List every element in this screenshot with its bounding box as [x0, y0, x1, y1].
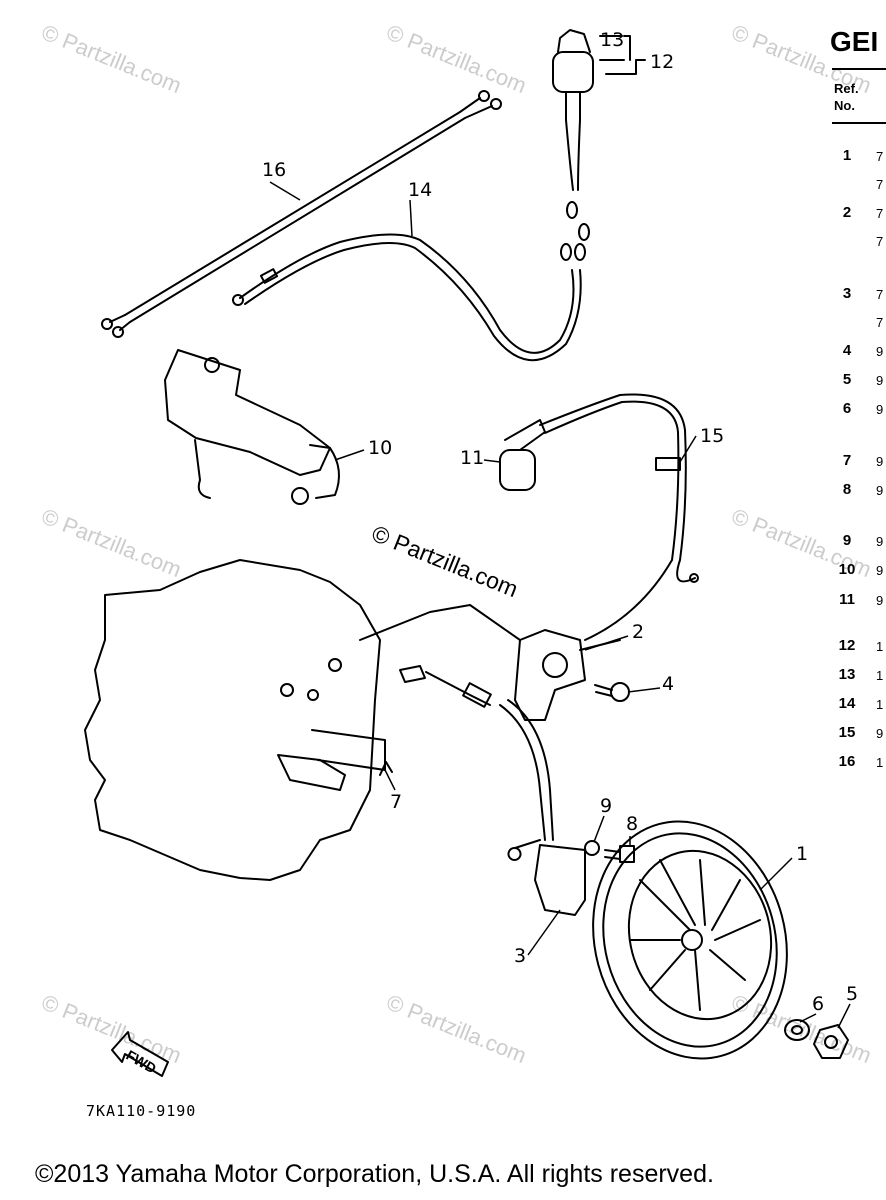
switch-assembly-12 — [552, 29, 646, 241]
washer-6 — [784, 1019, 810, 1041]
table-rule-header — [832, 122, 886, 124]
ref-number: 12 — [838, 637, 856, 654]
ref-number: 2 — [842, 204, 852, 221]
part-number: 7 — [876, 206, 884, 221]
callout-10: 10 — [368, 437, 392, 459]
ref-number: 16 — [838, 753, 856, 770]
callout-4: 4 — [662, 673, 674, 695]
part-number: 7 — [876, 315, 884, 330]
section-title: GEI — [830, 26, 879, 57]
callout-2: 2 — [632, 621, 644, 643]
header-ref-label: Ref. — [834, 81, 859, 96]
callout-9: 9 — [600, 795, 612, 817]
ref-number: 14 — [838, 695, 856, 712]
screw-4 — [594, 682, 630, 702]
callout-12: 12 — [650, 51, 674, 73]
callout-13: 13 — [600, 29, 624, 51]
callout-5: 5 — [846, 983, 858, 1005]
part-number: 1 — [876, 697, 884, 712]
ref-number: 13 — [838, 666, 856, 683]
plug-cap-11 — [499, 393, 699, 641]
ref-number: 10 — [838, 561, 856, 578]
callout-7: 7 — [390, 791, 402, 813]
table-rule-top — [832, 68, 886, 70]
callout-15: 15 — [700, 425, 724, 447]
table-header-ref: Ref. No. — [834, 80, 859, 114]
ref-number: 1 — [842, 147, 852, 164]
fwd-arrow-icon — [111, 1031, 169, 1077]
nut-5 — [813, 1024, 849, 1059]
callout-labels: 1 2 3 4 5 6 7 8 9 10 11 12 13 14 15 16 — [262, 29, 858, 1015]
callout-6: 6 — [812, 993, 824, 1015]
callout-1: 1 — [796, 843, 808, 865]
part-number: 7 — [876, 149, 884, 164]
callout-16: 16 — [262, 159, 286, 181]
header-no-label: No. — [834, 98, 855, 113]
ref-number: 7 — [842, 452, 852, 469]
part-number: 7 — [876, 287, 884, 302]
drawing-code: 7KA110-9190 — [86, 1102, 197, 1120]
part-number: 1 — [876, 668, 884, 683]
flywheel-magneto-1 — [592, 820, 788, 1060]
ref-number: 8 — [842, 481, 852, 498]
part-number: 9 — [876, 593, 884, 608]
bracket-10 — [164, 349, 340, 505]
callout-11: 11 — [460, 447, 484, 469]
watermark-tile: © Partzilla.com — [383, 989, 530, 1068]
part-number: 9 — [876, 402, 884, 417]
part-number: 9 — [876, 483, 884, 498]
part-number: 1 — [876, 755, 884, 770]
ref-number: 5 — [842, 371, 852, 388]
pulser-coil-3 — [399, 665, 586, 916]
watermark-tile: © Partzilla.com — [383, 19, 530, 98]
part-number: 7 — [876, 177, 884, 192]
ref-number: 4 — [842, 342, 852, 359]
leader-lines — [269, 181, 851, 1029]
engine-block-outline — [84, 559, 521, 881]
part-number: 9 — [876, 563, 884, 578]
ref-number: 6 — [842, 400, 852, 417]
bolt-8 — [584, 840, 635, 863]
watermark-tiles: © Partzilla.com © Partzilla.com © Partzi… — [38, 19, 875, 1068]
part-number: 9 — [876, 373, 884, 388]
ref-number: 3 — [842, 285, 852, 302]
ref-number: 9 — [842, 532, 852, 549]
part-number: 9 — [876, 344, 884, 359]
copyright-notice: ©2013 Yamaha Motor Corporation, U.S.A. A… — [35, 1160, 714, 1188]
watermark-tile: © Partzilla.com — [38, 19, 185, 98]
wire-harness-14 — [232, 233, 586, 361]
ref-number: 11 — [839, 591, 855, 608]
watermark-tile: © Partzilla.com — [38, 989, 185, 1068]
watermark-tile: © Partzilla.com — [38, 503, 185, 582]
ref-number: 15 — [838, 724, 856, 741]
lead-wire-16 — [101, 90, 502, 338]
part-number: 9 — [876, 454, 884, 469]
callout-3: 3 — [514, 945, 526, 967]
callout-14: 14 — [408, 179, 432, 201]
part-number: 9 — [876, 534, 884, 549]
callout-8: 8 — [626, 813, 638, 835]
part-number: 9 — [876, 726, 884, 741]
part-number: 1 — [876, 639, 884, 654]
part-number: 7 — [876, 234, 884, 249]
